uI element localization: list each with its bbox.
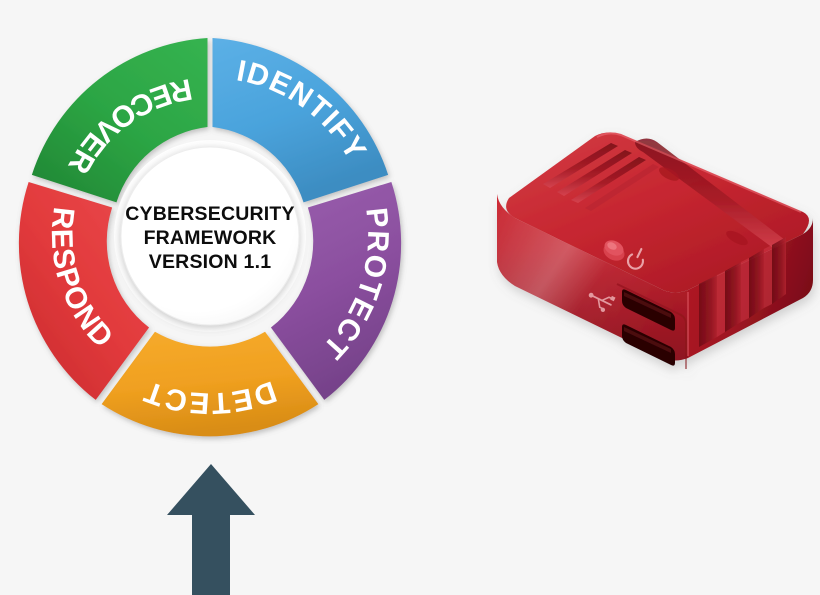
usb-port-upper[interactable]: [622, 289, 675, 331]
wheel-segment-detect-shape[interactable]: [101, 331, 319, 437]
upward-arrow: [160, 458, 264, 595]
hub-line-2: FRAMEWORK: [144, 227, 277, 249]
device-top-face: [506, 132, 809, 293]
port-bay-recess: [616, 283, 687, 369]
device-gloss: [497, 192, 688, 361]
wheel-diagram: IDENTIFY PROTECT DETECT: [18, 38, 402, 437]
usb-port-lower[interactable]: [622, 324, 675, 366]
wheel-segment-protect-shape[interactable]: [270, 181, 402, 400]
wheel-segment-recover-shape[interactable]: [31, 38, 208, 203]
arrow-svg: [167, 464, 255, 595]
wheel-segment-respond[interactable]: RESPOND: [18, 181, 150, 400]
wheel-segment-protect[interactable]: PROTECT: [270, 181, 402, 400]
hub-line-1: CYBERSECURITY: [125, 203, 294, 225]
device-top-edge-highlight: [596, 132, 802, 213]
wheel-segment-respond-shape[interactable]: [18, 181, 150, 400]
hub-circle: [120, 146, 300, 326]
device-body: [497, 132, 813, 369]
vent-slots-right: [699, 237, 786, 347]
wheel-segment-detect[interactable]: DETECT: [101, 331, 319, 437]
wheel-segment-identify-shape[interactable]: [212, 38, 389, 203]
vent-slots-top: [543, 138, 785, 248]
arrow-shape: [167, 464, 255, 595]
power-button[interactable]: [601, 237, 628, 264]
cybersecurity-framework-wheel: IDENTIFY PROTECT DETECT: [0, 28, 420, 444]
raspberry-pi-enclosure: [485, 122, 820, 387]
device-svg: [497, 132, 813, 369]
hub-line-3: VERSION 1.1: [149, 251, 272, 273]
power-symbol-icon: [626, 247, 644, 270]
wheel-hub: CYBERSECURITY FRAMEWORK VERSION 1.1: [114, 140, 306, 332]
usb-symbol-icon: [588, 292, 616, 313]
